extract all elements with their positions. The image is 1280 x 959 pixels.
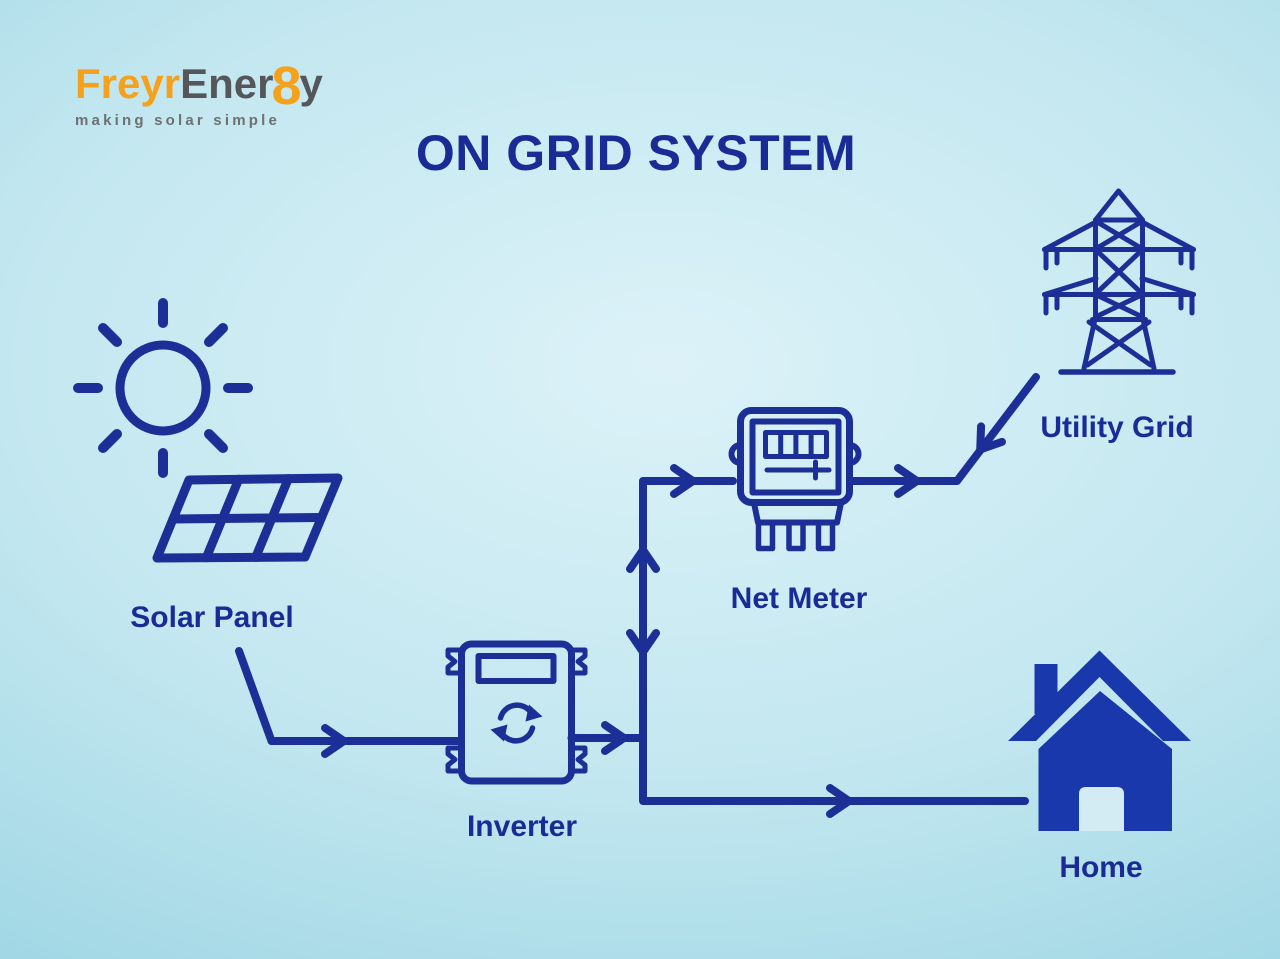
inverter-icon xyxy=(445,640,588,785)
diagram-title: ON GRID SYSTEM xyxy=(415,125,857,181)
brand-name-tail: y xyxy=(299,60,323,107)
line-solar-to-inverter xyxy=(235,647,465,745)
label-home: Home xyxy=(1059,851,1143,884)
line-meter-to-utility-grid xyxy=(847,373,1040,485)
label-net-meter: Net Meter xyxy=(730,582,868,615)
solar-panel-icon xyxy=(152,473,343,563)
net-meter-terminals xyxy=(755,519,836,552)
brand-logo: Freyr Ener 8 y making solar simple xyxy=(75,56,323,129)
house-door xyxy=(1079,787,1124,831)
brand-name: Freyr Ener 8 y xyxy=(75,56,323,116)
label-solar-panel: Solar Panel xyxy=(130,601,294,634)
label-inverter: Inverter xyxy=(466,810,578,843)
net-meter-icon xyxy=(728,407,862,552)
brand-name-gray: Ener xyxy=(180,60,274,107)
sync-arrows-icon xyxy=(490,702,543,744)
inverter-mount-tabs xyxy=(445,647,588,774)
transmission-tower-icon xyxy=(1042,188,1196,375)
sun-icon xyxy=(73,298,253,478)
brand-tagline: making solar simple xyxy=(75,112,281,129)
label-utility-grid: Utility Grid xyxy=(1040,411,1194,444)
brand-name-orange: Freyr xyxy=(75,60,181,107)
house-icon xyxy=(1008,650,1191,831)
